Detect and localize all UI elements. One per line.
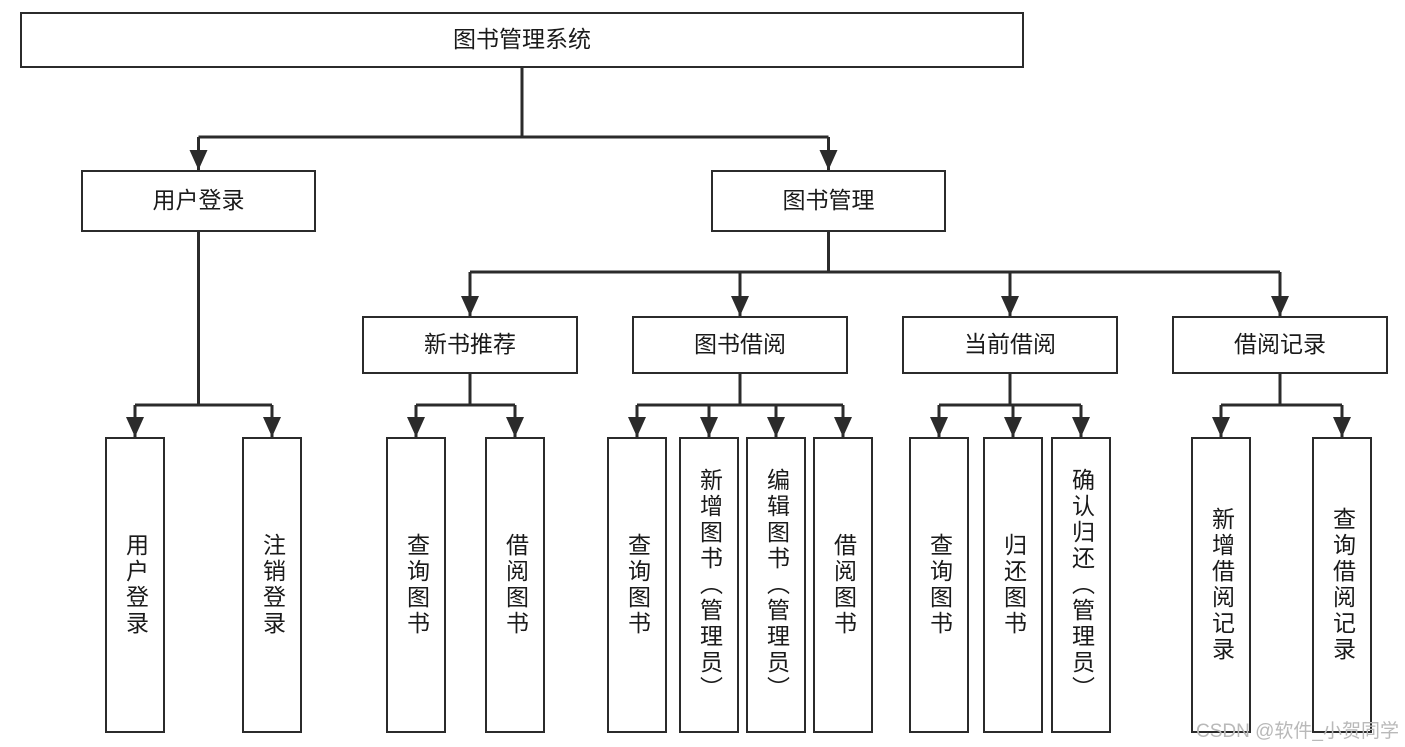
node-label-bookmgmt: 图书管理 xyxy=(782,187,875,214)
node-label-l_logout: 注销登录 xyxy=(259,533,286,637)
node-label-l_conf: 确认归还（管理员） xyxy=(1068,468,1095,702)
node-newbook[interactable]: 新书推荐 xyxy=(362,316,578,374)
node-l_add[interactable]: 新增图书（管理员） xyxy=(679,437,739,733)
arrowhead-borrow-1 xyxy=(700,417,718,437)
node-label-l_ret: 归还图书 xyxy=(1000,533,1027,637)
node-label-l_add: 新增图书（管理员） xyxy=(696,468,723,702)
node-label-l_qrec: 查询借阅记录 xyxy=(1329,507,1356,663)
node-l_login[interactable]: 用户登录 xyxy=(105,437,165,733)
node-label-l_b1: 借阅图书 xyxy=(502,533,529,637)
node-label-root: 图书管理系统 xyxy=(453,26,591,53)
arrowhead-bookmgmt-3 xyxy=(1271,296,1289,316)
arrowhead-records-0 xyxy=(1212,417,1230,437)
node-l_q1[interactable]: 查询图书 xyxy=(386,437,446,733)
node-label-l_b2: 借阅图书 xyxy=(830,533,857,637)
node-l_q3[interactable]: 查询图书 xyxy=(909,437,969,733)
node-borrow[interactable]: 图书借阅 xyxy=(632,316,848,374)
arrowhead-bookmgmt-0 xyxy=(461,296,479,316)
arrowhead-current-2 xyxy=(1072,417,1090,437)
node-label-borrow: 图书借阅 xyxy=(694,331,786,358)
node-label-l_login: 用户登录 xyxy=(122,533,149,637)
node-label-l_addrec: 新增借阅记录 xyxy=(1208,507,1235,663)
node-label-current: 当前借阅 xyxy=(964,331,1056,358)
node-label-login: 用户登录 xyxy=(152,187,245,214)
node-label-l_q3: 查询图书 xyxy=(926,533,953,637)
arrowhead-borrow-3 xyxy=(834,417,852,437)
node-label-records: 借阅记录 xyxy=(1234,331,1326,358)
watermark-text: CSDN @软件_小贺同学 xyxy=(1196,721,1399,742)
arrowhead-current-1 xyxy=(1004,417,1022,437)
node-l_conf[interactable]: 确认归还（管理员） xyxy=(1051,437,1111,733)
arrowhead-newbook-0 xyxy=(407,417,425,437)
arrowhead-login-0 xyxy=(126,417,144,437)
arrowhead-root-0 xyxy=(189,150,208,170)
node-l_q2[interactable]: 查询图书 xyxy=(607,437,667,733)
node-l_addrec[interactable]: 新增借阅记录 xyxy=(1191,437,1251,733)
node-root[interactable]: 图书管理系统 xyxy=(20,12,1024,68)
arrowhead-bookmgmt-1 xyxy=(731,296,749,316)
node-l_b1[interactable]: 借阅图书 xyxy=(485,437,545,733)
node-login[interactable]: 用户登录 xyxy=(81,170,316,232)
arrowhead-borrow-0 xyxy=(628,417,646,437)
arrowhead-borrow-2 xyxy=(767,417,785,437)
node-l_b2[interactable]: 借阅图书 xyxy=(813,437,873,733)
node-label-l_q1: 查询图书 xyxy=(403,533,430,637)
node-label-newbook: 新书推荐 xyxy=(424,331,516,358)
arrowhead-current-0 xyxy=(930,417,948,437)
node-l_edit[interactable]: 编辑图书（管理员） xyxy=(746,437,806,733)
node-records[interactable]: 借阅记录 xyxy=(1172,316,1388,374)
arrowhead-root-1 xyxy=(819,150,838,170)
arrowhead-bookmgmt-2 xyxy=(1001,296,1019,316)
arrowhead-login-1 xyxy=(263,417,281,437)
node-label-l_q2: 查询图书 xyxy=(624,533,651,637)
node-l_logout[interactable]: 注销登录 xyxy=(242,437,302,733)
node-l_ret[interactable]: 归还图书 xyxy=(983,437,1043,733)
node-label-l_edit: 编辑图书（管理员） xyxy=(763,468,790,702)
arrowhead-records-1 xyxy=(1333,417,1351,437)
node-l_qrec[interactable]: 查询借阅记录 xyxy=(1312,437,1372,733)
arrowhead-newbook-1 xyxy=(506,417,524,437)
node-current[interactable]: 当前借阅 xyxy=(902,316,1118,374)
node-bookmgmt[interactable]: 图书管理 xyxy=(711,170,946,232)
